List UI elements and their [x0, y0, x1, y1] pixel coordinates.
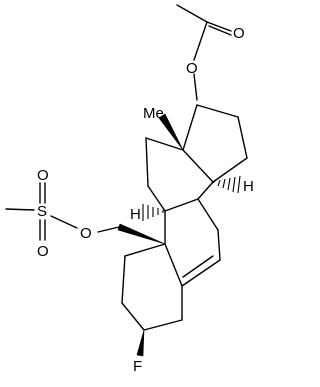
bond-c2-c3: [121, 302, 145, 331]
c14-hydrogen-label: H: [243, 178, 254, 195]
bond-c8-c7: [197, 198, 219, 231]
bond-c3-c4: [143, 319, 183, 331]
bond-c10-c1: [124, 243, 166, 257]
hash-bond-c9-h: [142, 204, 164, 221]
bond-o-s: [50, 215, 78, 229]
sulfur-label: S: [37, 203, 47, 220]
bond-c12-c11: [145, 137, 149, 187]
bond-methyl-carbonyl: [176, 4, 208, 23]
bond-carbonyl-ester-o: [193, 21, 208, 61]
bond-carbonyl-double-1: [206, 21, 232, 32]
bond-c17-c16: [196, 104, 239, 118]
bond-carbonyl-double-2: [208, 25, 232, 36]
fluorine-wedge-c3: [136, 329, 145, 357]
bond-c7-c6: [217, 229, 221, 261]
ch2-wedge-c10: [117, 223, 166, 245]
bond-c14-c13: [182, 149, 214, 183]
ring-a: [121, 243, 183, 331]
bond-c6-c5-double: [182, 255, 214, 278]
sulfonyl-oxygen-top-label: O: [37, 167, 49, 184]
bond-c6-c5-single: [181, 259, 221, 287]
bond-c13-c17: [182, 104, 198, 151]
bond-c8-c14: [197, 181, 214, 200]
bond-c5-c10: [164, 243, 183, 287]
ether-oxygen-label: O: [80, 225, 92, 242]
ring-d: [182, 104, 248, 183]
ring-c: [145, 137, 214, 212]
fluorine-label: F: [133, 358, 142, 375]
ester-oxygen-label: O: [186, 60, 198, 77]
bond-c1-c2: [121, 255, 126, 304]
bond-ch2-o: [97, 226, 120, 233]
bond-c13-c12: [145, 137, 184, 151]
bond-c11-c9: [147, 185, 166, 212]
c9-hydrogen-label: H: [130, 206, 141, 223]
molecule-structure: O O O S O O Me H H F: [5, 4, 254, 375]
ring-b: [164, 198, 221, 287]
methyl-wedge-c13: [158, 113, 184, 151]
methyl-label: Me: [143, 105, 164, 122]
bond-c16-c15: [237, 116, 248, 159]
carbonyl-oxygen-label: O: [233, 25, 245, 42]
mesylate-group: [5, 182, 120, 241]
acetate-group: [176, 4, 232, 101]
bond-c15-c14: [212, 157, 248, 183]
sulfonyl-oxygen-bottom-label: O: [37, 243, 49, 260]
bond-ester-o-c17: [193, 73, 198, 101]
bond-s-ch3: [5, 208, 35, 211]
bond-c9-c8: [164, 198, 199, 212]
hash-bond-c14-h: [212, 175, 241, 194]
